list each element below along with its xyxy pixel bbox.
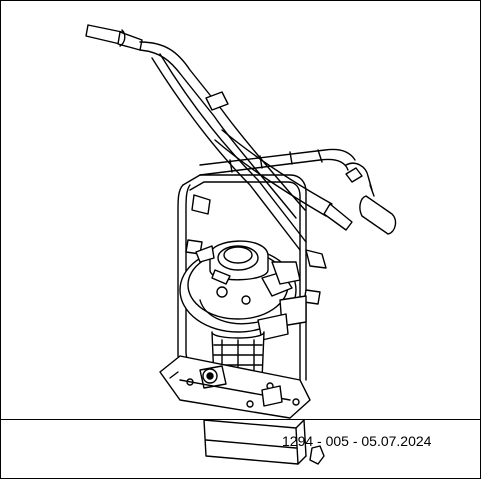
frame-left [0, 0, 1, 479]
frame-top [0, 0, 481, 1]
figure-caption: 1294 - 005 - 05.07.2024 [282, 433, 432, 449]
divider-line [0, 419, 481, 420]
frame-right [480, 0, 481, 479]
